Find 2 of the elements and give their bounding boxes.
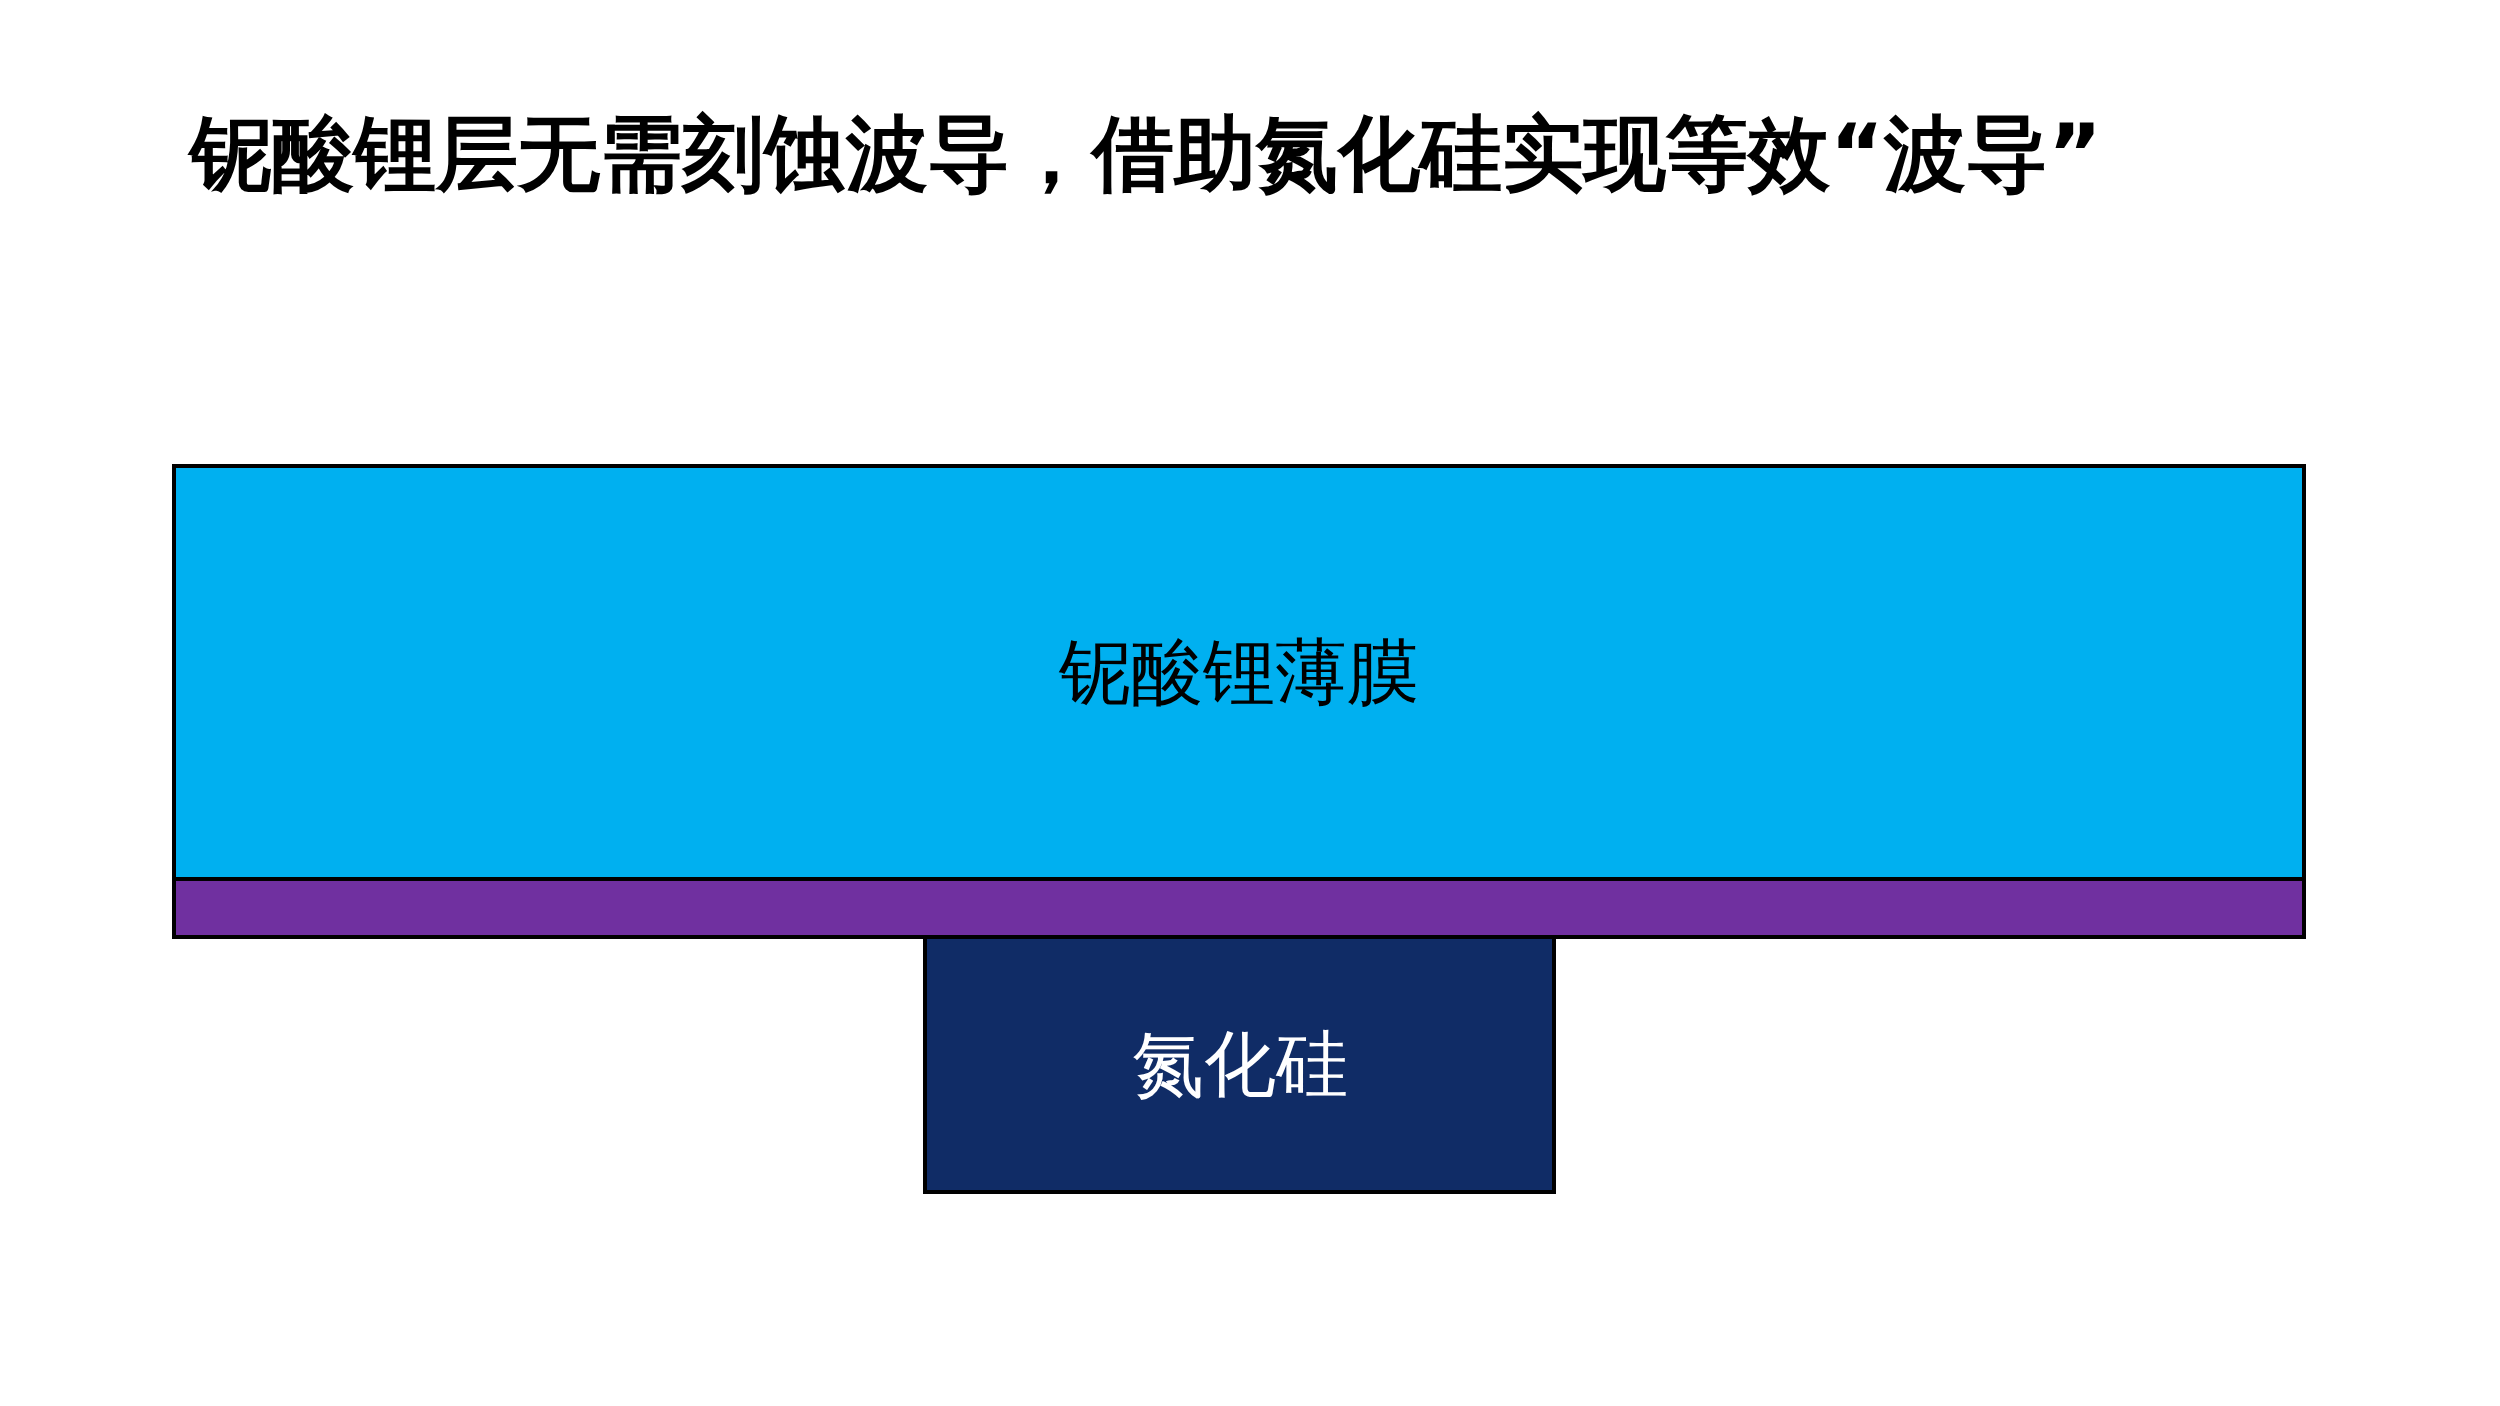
layer-label: 氮化硅 — [1131, 1020, 1348, 1108]
layer-label: 铌酸锂薄膜 — [1059, 628, 1419, 716]
